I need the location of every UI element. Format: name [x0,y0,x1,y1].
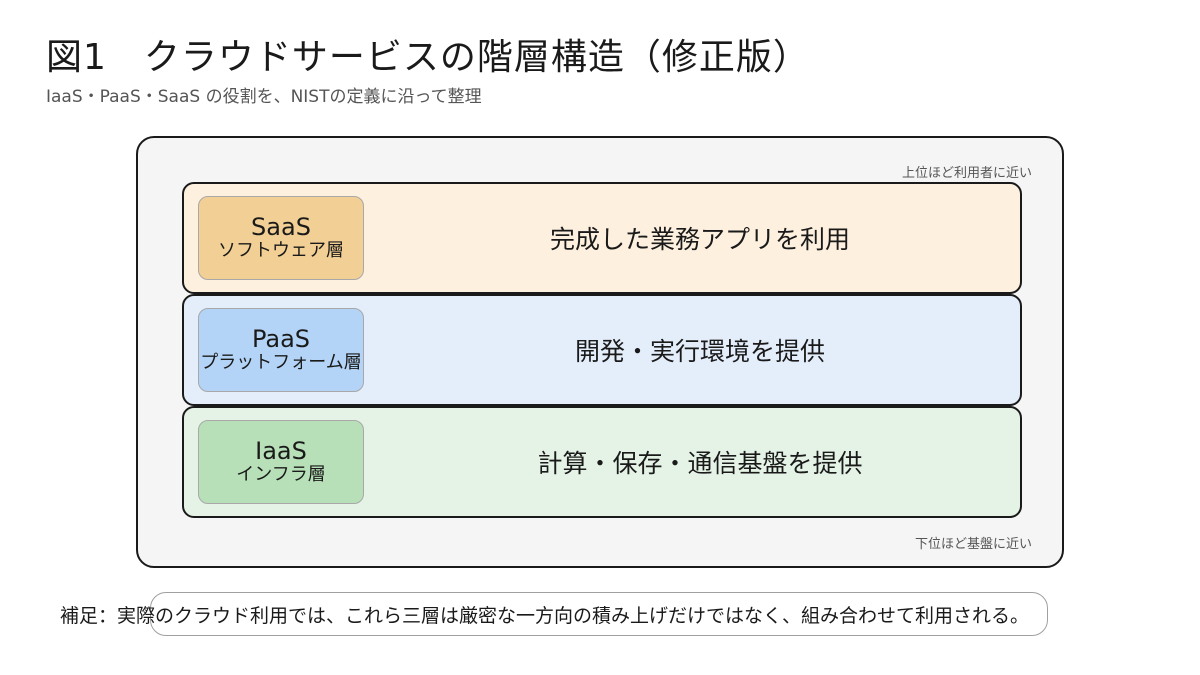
badge-saas-subtitle: ソフトウェア層 [218,240,344,261]
supplement-frame [150,592,1048,636]
page-subtitle: IaaS・PaaS・SaaS の役割を、NISTの定義に沿って整理 [46,87,482,107]
layer-saas-description: 完成した業務アプリを利用 [549,225,850,254]
note-top: 上位ほど利用者に近い [901,166,1032,181]
badge-iaas: IaaS インフラ層 [198,420,364,504]
badge-paas-name: PaaS [251,325,311,353]
supplement-note: 補足：実際のクラウド利用では、これら三層は厳密な一方向の積み上げだけではなく、組… [60,605,1030,627]
badge-iaas-subtitle: インフラ層 [236,464,326,485]
badge-paas-subtitle: プラットフォーム層 [200,352,362,373]
badge-iaas-name: IaaS [255,437,307,465]
badge-saas-name: SaaS [251,213,311,241]
layer-saas: SaaS ソフトウェア層 完成した業務アプリを利用 [182,182,1022,294]
layer-iaas-description: 計算・保存・通信基盤を提供 [537,449,863,478]
note-bottom: 下位ほど基盤に近い [914,537,1032,552]
hierarchy-diagram: 上位ほど利用者に近い SaaS ソフトウェア層 完成した業務アプリを利用 Paa… [136,136,1064,568]
badge-saas: SaaS ソフトウェア層 [198,196,364,280]
badge-paas: PaaS プラットフォーム層 [198,308,364,392]
layer-iaas: IaaS インフラ層 計算・保存・通信基盤を提供 [182,406,1022,518]
page-title: 図1 クラウドサービスの階層構造（修正版） [46,37,810,78]
layer-paas-description: 開発・実行環境を提供 [574,337,825,366]
layer-paas: PaaS プラットフォーム層 開発・実行環境を提供 [182,294,1022,406]
